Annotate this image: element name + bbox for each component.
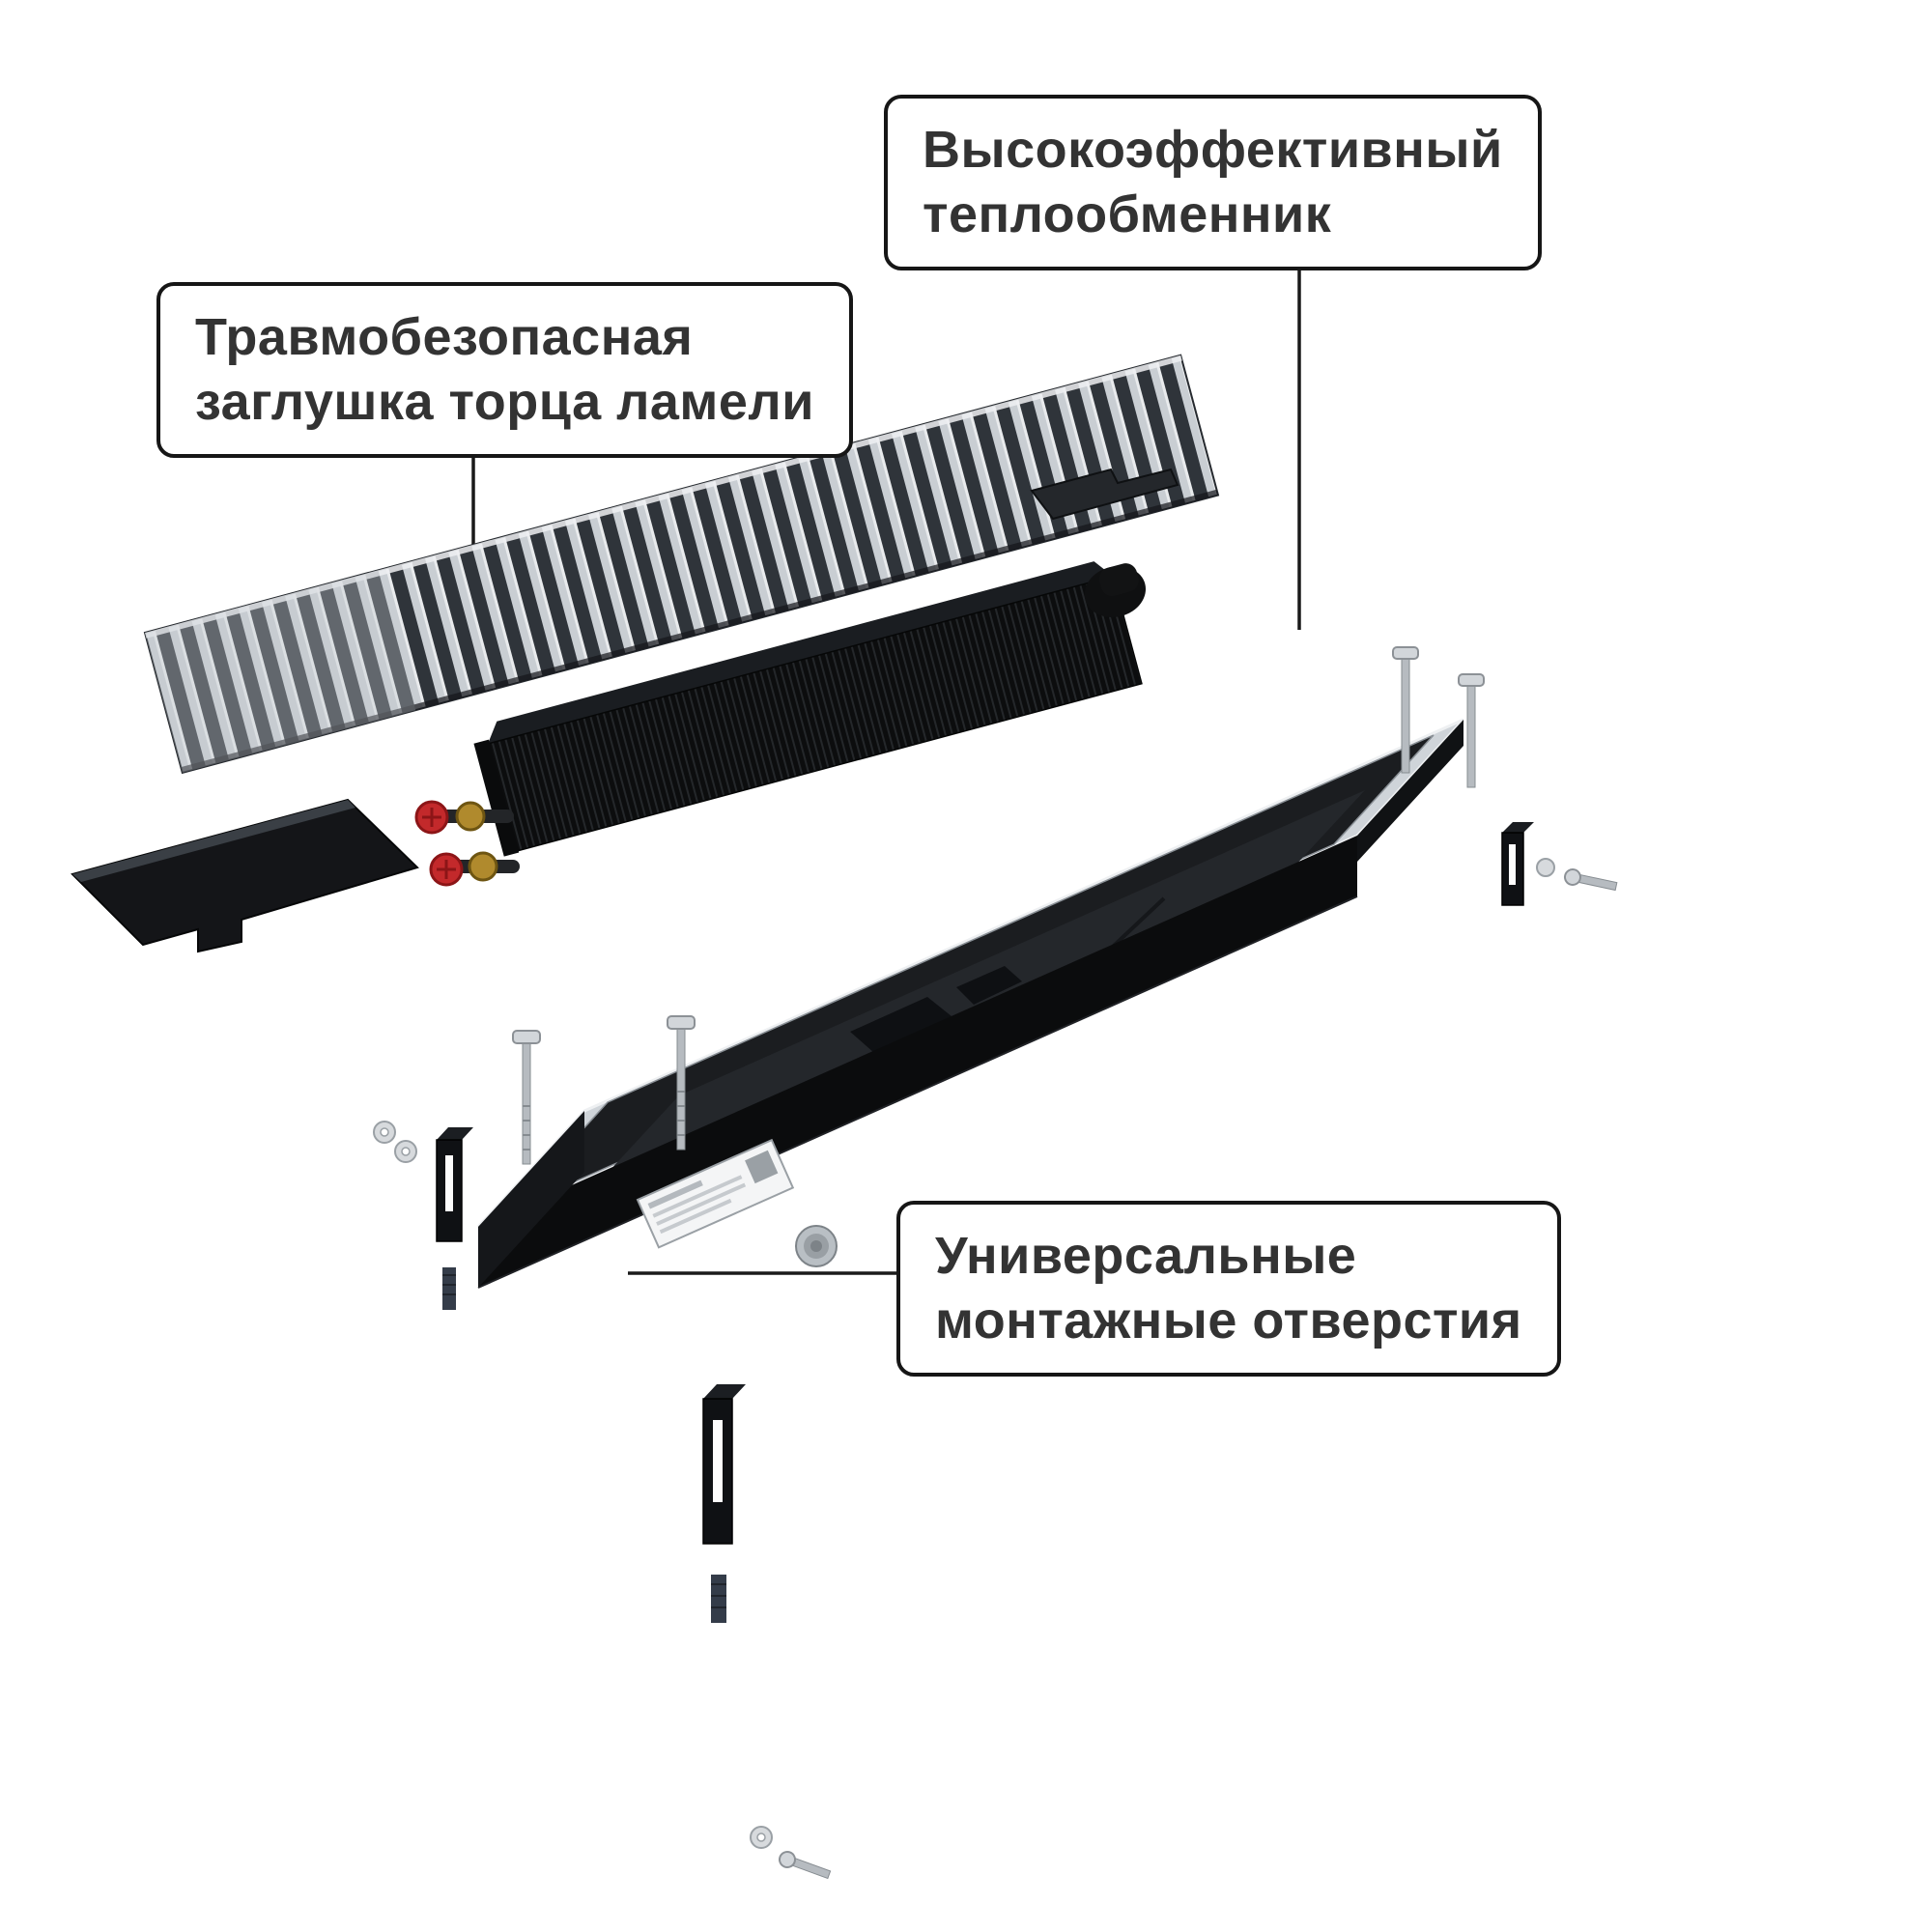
callout-heat-exchanger-line2: теплообменник [923,185,1332,243]
screws [512,646,1618,1880]
screw [1564,868,1618,892]
bracket [702,1384,746,1623]
brass-union [468,851,498,882]
callout-mounting-holes-line1: Универсальные [935,1227,1357,1285]
callout-mounting-holes: Универсальные монтажные отверстия [896,1201,1561,1377]
screw [1458,673,1485,788]
brass-union [455,801,486,832]
callout-lamella-cap-line2: заглушка торца ламели [195,372,814,431]
tray [476,718,1465,1289]
bracket [1501,822,1534,906]
callout-heat-exchanger: Высокоэффективный теплообменник [884,95,1542,270]
screw [1392,646,1419,774]
screw [667,1015,696,1151]
bracket [436,1127,473,1310]
vent-plug [795,1225,838,1267]
screw [512,1030,541,1165]
callout-lamella-cap-line1: Травмобезопасная [195,308,694,366]
pipe-connections [414,800,520,887]
screw [779,1851,832,1880]
callout-lamella-cap: Травмобезопасная заглушка торца ламели [156,282,853,458]
heat-exchanger [473,561,1147,857]
callout-heat-exchanger-line1: Высокоэффективный [923,121,1503,179]
end-cap [71,798,419,953]
washers [373,858,1555,1849]
grille-bracket [1030,468,1179,521]
grille [143,354,1220,775]
label-sticker [636,1138,795,1249]
mounting-brackets [436,822,1534,1623]
callout-mounting-holes-line2: монтажные отверстия [935,1291,1522,1350]
